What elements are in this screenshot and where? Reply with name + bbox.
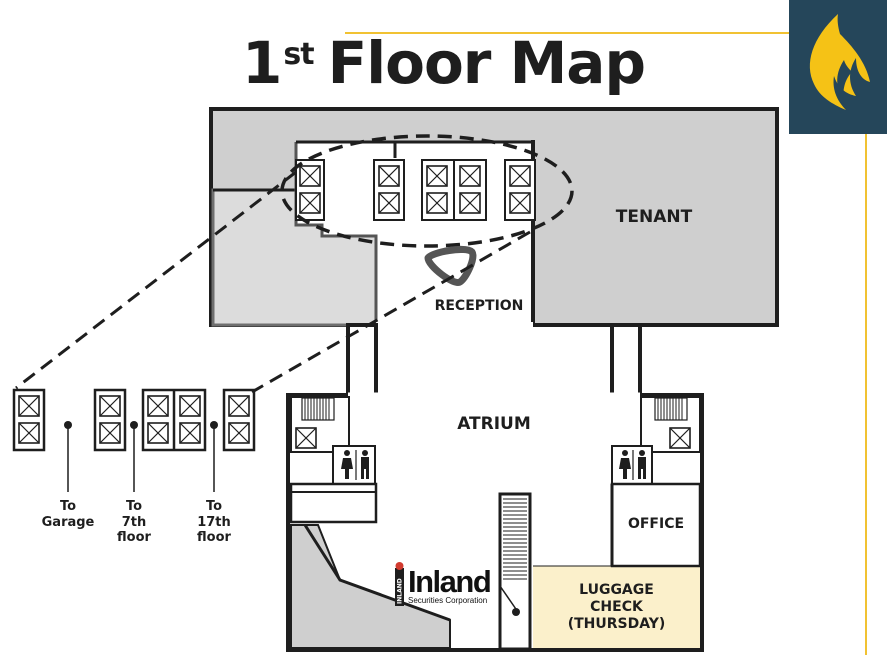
office-room (610, 482, 702, 568)
title-ordinal: st (283, 37, 314, 72)
elevator-detail (12, 388, 256, 492)
luggage-line-3: (THURSDAY) (567, 615, 666, 632)
zoom-leader-right (251, 230, 531, 394)
right-stairs (654, 397, 688, 421)
luggage-line-2: CHECK (590, 598, 643, 615)
floor7-label-floor: floor (117, 530, 151, 546)
floor17-label-num: 17th (197, 514, 231, 530)
luggage-room (533, 566, 700, 648)
garage-elevator-label: To Garage (38, 499, 98, 530)
inland-logo-subtitle: Securities Corporation (408, 596, 488, 605)
restroom-icon-right (619, 450, 646, 480)
garage-label-to: To (59, 499, 77, 514)
garage-label-dest: Garage (41, 514, 95, 530)
lobby-elevators (295, 159, 536, 221)
luggage-label: LUGGAGE CHECK (THURSDAY) (533, 582, 700, 632)
floor7-label-num: 7th (121, 514, 147, 530)
reception-label: RECEPTION (434, 298, 524, 314)
luggage-line-1: LUGGAGE (579, 582, 654, 598)
restroom-icon-left (341, 450, 369, 480)
inland-vertical-text: INLAND (397, 578, 404, 604)
atrium-label: ATRIUM (457, 414, 531, 434)
floor7-elevator-label: To 7th floor (104, 499, 164, 546)
flame-inner-icon (837, 60, 852, 100)
left-wedge (290, 524, 451, 649)
escalator (498, 492, 532, 651)
floor17-label-floor: floor (197, 530, 231, 546)
title-number: 1 (242, 29, 282, 97)
tenant-label: TENANT (615, 207, 693, 227)
floor17-label-to: To (205, 499, 223, 514)
inland-mark: INLAND (395, 562, 404, 606)
title-text: Floor Map (327, 29, 646, 97)
flame-icon (809, 14, 870, 110)
zoom-ellipse (280, 134, 574, 248)
left-stairs (301, 397, 335, 421)
zoom-leader-left (15, 170, 297, 390)
corner-logo (789, 0, 887, 134)
inland-logo-text: Inland (408, 564, 492, 599)
floor17-elevator-label: To 17th floor (184, 499, 244, 546)
office-label: OFFICE (627, 516, 685, 532)
floor7-label-to: To (125, 499, 143, 514)
